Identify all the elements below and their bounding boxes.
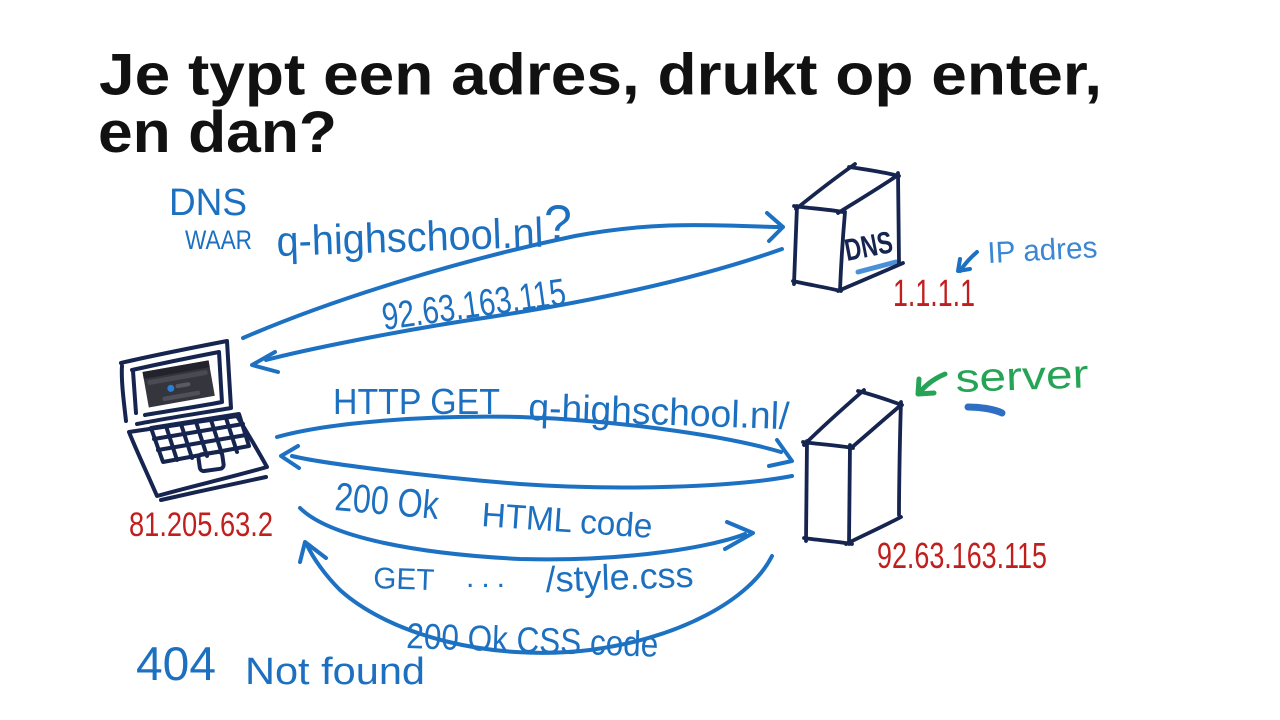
svg-text:DNS: DNS [169,182,247,224]
svg-text:1.1.1.1: 1.1.1.1 [893,273,975,315]
svg-text:en dan?: en dan? [98,100,337,165]
svg-text:92.63.163.115: 92.63.163.115 [877,535,1047,576]
svg-text:GET: GET [373,562,435,597]
svg-text:200 Ok: 200 Ok [333,475,441,528]
svg-text:server: server [955,352,1089,401]
svg-text:q-highschool.nl: q-highschool.nl [276,209,544,265]
svg-text:81.205.63.2: 81.205.63.2 [129,506,273,544]
svg-text:IP adres: IP adres [987,231,1099,270]
svg-text:WAAR: WAAR [185,225,252,255]
svg-text:/style.css: /style.css [545,554,694,600]
svg-text:...: ... [466,561,512,594]
svg-text:Je typt een adres, drukt op en: Je typt een adres, drukt op enter, [99,43,1102,108]
svg-text:404: 404 [136,637,216,690]
svg-text:Not found: Not found [245,651,425,693]
